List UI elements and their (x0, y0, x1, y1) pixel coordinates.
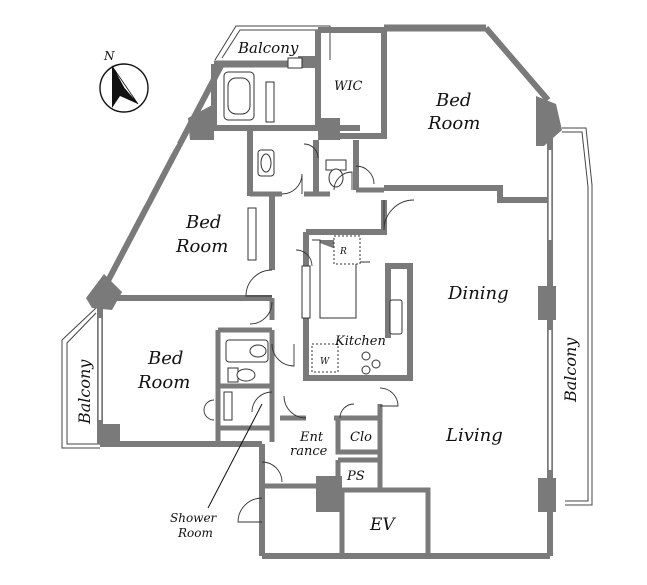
fixtures (223, 57, 403, 421)
entrance-label-2: rance (290, 444, 328, 459)
balcony-east-label: Balcony (561, 337, 580, 403)
compass: N (99, 49, 149, 113)
bedroom-ne-label-1: Bed (435, 90, 471, 111)
living-label: Living (445, 425, 503, 446)
fridge-icon (333, 235, 361, 265)
elevator-label: EV (369, 515, 396, 535)
shower-room-leader-line (207, 403, 263, 509)
balcony-outlines (61, 25, 593, 506)
bedroom-w-label-2: Room (175, 236, 228, 257)
kitchen-label: Kitchen (334, 334, 386, 349)
dining-label: Dining (447, 283, 509, 304)
shower-room-label-1: Shower (170, 511, 218, 525)
balcony-west-label: Balcony (75, 359, 94, 425)
closet-label: Clo (350, 430, 372, 445)
washer-icon (311, 343, 339, 373)
stove-icon (389, 299, 403, 335)
doors (203, 143, 415, 523)
compass-north-label: N (103, 49, 115, 63)
shower-room-label-2: Room (177, 526, 213, 540)
washer-label: W (320, 357, 330, 367)
bedroom-sw-label-2: Room (137, 372, 190, 393)
pipe-space-label: PS (346, 469, 365, 484)
toilet-icon (236, 368, 256, 382)
bedroom-sw-label-1: Bed (147, 348, 183, 369)
room-labels: Balcony WIC Bed Room Bed Room Bed Room D… (75, 39, 580, 540)
toilet-icon (328, 168, 344, 188)
balcony-top-label: Balcony (237, 39, 299, 57)
wic-label: WIC (334, 79, 362, 94)
bedroom-ne-label-2: Room (427, 113, 480, 134)
windows (98, 140, 552, 470)
bedroom-w-label-1: Bed (185, 212, 221, 233)
entrance-label-1: Ent (299, 430, 324, 445)
fridge-label: R (339, 247, 347, 257)
